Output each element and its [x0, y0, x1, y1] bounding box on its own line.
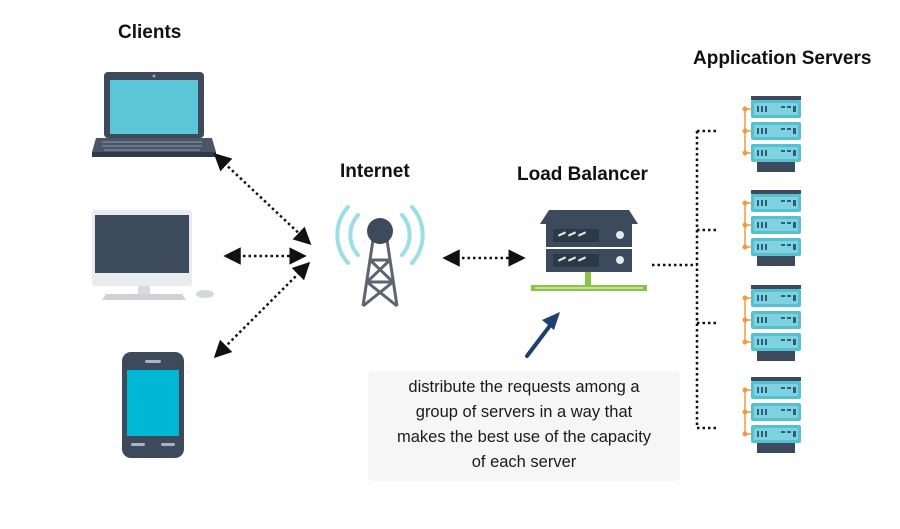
smartphone-icon: [122, 352, 184, 458]
description-line: of each server: [471, 453, 577, 471]
internet-heading: Internet: [340, 161, 410, 182]
load-balancer-icon: [531, 210, 647, 291]
application-servers-heading: Application Servers: [693, 48, 872, 69]
desktop-computer-icon: [92, 210, 214, 300]
pointer-arrow: [525, 312, 560, 358]
server-rack-icon: [742, 190, 801, 266]
load-balancer-heading: Load Balancer: [517, 164, 648, 185]
description-line: distribute the requests among a: [408, 378, 640, 396]
description-line: makes the best use of the capacity: [396, 428, 652, 446]
server-rack-icon: [742, 377, 801, 453]
description-line: group of servers in a way that: [415, 403, 633, 421]
laptop-icon: [92, 72, 216, 157]
server-rack-icon: [742, 96, 801, 172]
server-rack-icon: [742, 285, 801, 361]
server-connections: [652, 129, 717, 430]
antenna-tower-icon: [335, 205, 425, 308]
clients-heading: Clients: [118, 22, 182, 43]
load-balancer-description: distribute the requests among a group of…: [368, 371, 680, 481]
client-connections: [213, 153, 312, 359]
